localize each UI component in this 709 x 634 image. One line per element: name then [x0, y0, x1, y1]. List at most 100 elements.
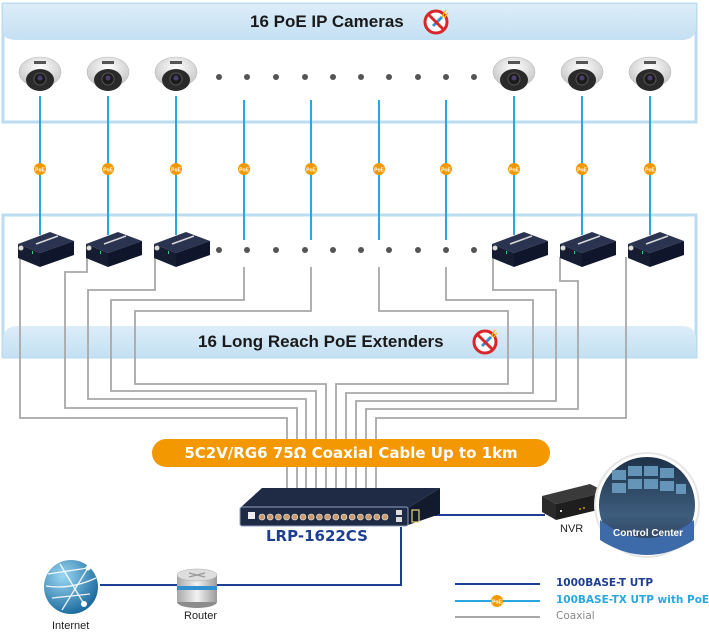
poe-extender-icon[interactable] [560, 232, 616, 267]
router-icon[interactable] [176, 568, 218, 608]
ellipsis-dots [216, 74, 477, 253]
coax-cable [110, 267, 317, 440]
dome-camera-icon[interactable] [560, 56, 604, 91]
legend-poe-badge-text: PoE [492, 600, 502, 606]
poe-badge-text: PoE [103, 168, 113, 174]
ellipsis-dot [244, 74, 250, 80]
ellipsis-dot [471, 74, 477, 80]
coax-port [332, 513, 340, 521]
poe-extender-icon[interactable] [154, 232, 210, 267]
poe-badge-text: PoE [35, 168, 45, 174]
dome-camera-icon[interactable] [628, 56, 672, 91]
coax-port [381, 513, 389, 521]
coax-port [299, 513, 307, 521]
ellipsis-dot [415, 247, 421, 253]
coax-port [348, 513, 356, 521]
coax-port [283, 513, 290, 521]
nvr-label: NVR [560, 523, 584, 535]
poe-badge-icon [170, 163, 182, 175]
legend-poe-badge [491, 595, 503, 607]
ellipsis-dot [216, 247, 222, 253]
ellipsis-dot [330, 247, 336, 253]
coax-cable [19, 257, 288, 440]
coax-port [266, 513, 274, 521]
poe-badge-icon [508, 163, 520, 175]
coax-cable [134, 267, 327, 440]
coax-port [340, 513, 348, 521]
ellipsis-dot [302, 247, 308, 253]
no-power-plug-icon [423, 9, 449, 35]
cameras-frame [1, 2, 698, 124]
coax-port [307, 513, 315, 521]
coax-port [275, 513, 282, 521]
extenders-banner-title: 16 Long Reach PoE Extenders [198, 332, 444, 351]
dome-camera-icon[interactable] [86, 56, 130, 91]
dome-camera-icon[interactable] [492, 56, 536, 91]
coax-port [291, 513, 299, 521]
ellipsis-dot [471, 247, 477, 253]
poe-extender-icon[interactable] [628, 232, 684, 267]
nvr-icon[interactable] [542, 484, 606, 520]
internet-label: Internet [52, 620, 90, 632]
poe-badge-text: PoE [171, 168, 181, 174]
poe-cables [39, 96, 651, 240]
legend-label-poe: 100BASE-TX UTP with PoE [556, 594, 709, 606]
no-power-plug-icon [472, 329, 498, 355]
coax-port [373, 513, 381, 521]
poe-badge-icon [576, 163, 588, 175]
poe-badge-icon [644, 163, 656, 175]
poe-badge-text: PoE [306, 168, 316, 174]
coax-cable-banner: 5C2V/RG6 75Ω Coaxial Cable Up to 1km [152, 439, 550, 467]
poe-badge-icon [102, 163, 114, 175]
switch-to-router-cable [215, 527, 402, 586]
legend-label-coax: Coaxial [556, 610, 595, 622]
poe-badge-text: PoE [239, 168, 249, 174]
coax-cable [64, 257, 298, 440]
ellipsis-dot [443, 247, 449, 253]
ellipsis-dot [216, 74, 222, 80]
poe-extender-icon[interactable] [86, 232, 142, 267]
switch-model-label: LRP-1622CS [266, 527, 368, 545]
coax-cable [375, 257, 627, 440]
router-label: Router [184, 610, 218, 622]
ellipsis-dot [330, 74, 336, 80]
cameras-banner-title: 16 PoE IP Cameras [250, 12, 404, 31]
dome-camera-icon[interactable] [154, 56, 198, 91]
poe-badge-text: PoE [577, 168, 587, 174]
coax-port [324, 513, 331, 521]
legend-lines: PoE [455, 583, 540, 618]
extenders-frame [1, 213, 698, 359]
ellipsis-dot [302, 74, 308, 80]
coax-cable [355, 257, 557, 440]
poe-extender-icon[interactable] [18, 232, 74, 267]
switch-icon[interactable] [239, 488, 440, 527]
extenders [18, 232, 684, 267]
poe-badge-icon [238, 163, 250, 175]
coax-cable [345, 267, 534, 440]
poe-badge-icon [440, 163, 452, 175]
coax-cable [365, 257, 579, 440]
poe-badge-text: PoE [509, 168, 519, 174]
cameras [18, 56, 672, 91]
control-center-label: Control Center [613, 528, 683, 539]
ellipsis-dot [273, 74, 279, 80]
ellipsis-dot [386, 74, 392, 80]
poe-extender-icon[interactable] [492, 232, 548, 267]
poe-badge-text: PoE [441, 168, 451, 174]
coax-port [357, 513, 364, 521]
ellipsis-dot [273, 247, 279, 253]
ellipsis-dot [386, 247, 392, 253]
control-center-icon[interactable] [594, 452, 700, 558]
ellipsis-dot [358, 74, 364, 80]
poe-badge-icon [34, 163, 46, 175]
ellipsis-dot [443, 74, 449, 80]
poe-badge-icon [373, 163, 385, 175]
poe-badge-icon [305, 163, 317, 175]
globe-icon[interactable] [44, 560, 98, 614]
poe-badge-text: PoE [645, 168, 655, 174]
legend-label-utp: 1000BASE-T UTP [556, 577, 654, 589]
ellipsis-dot [415, 74, 421, 80]
dome-camera-icon[interactable] [18, 56, 62, 91]
